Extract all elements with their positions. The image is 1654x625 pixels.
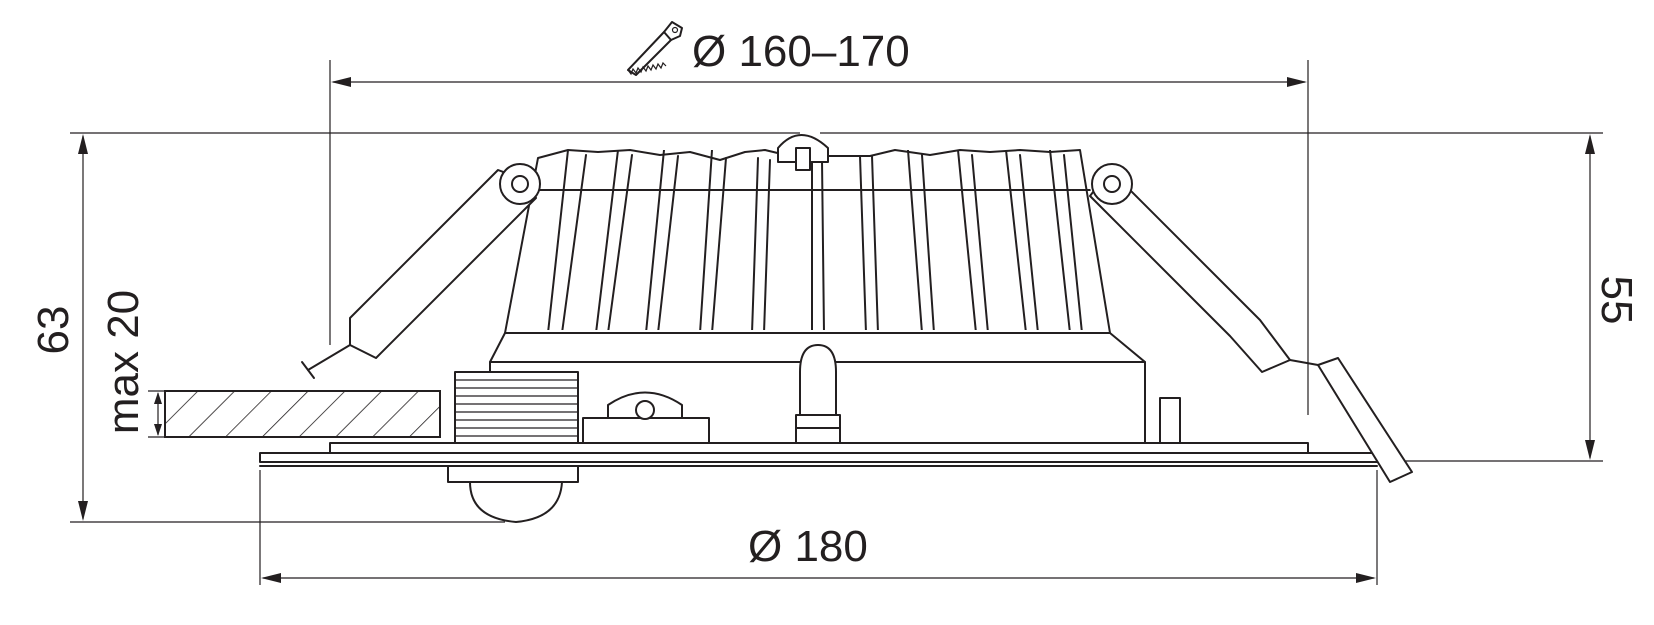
total-height-label: 63 xyxy=(29,306,78,355)
ceiling-arrow-top xyxy=(154,392,162,404)
heatsink xyxy=(504,149,1111,334)
trim-ring xyxy=(259,452,1378,463)
cutout-dimension-label: Ø 160–170 xyxy=(692,27,910,76)
spring-clip-right xyxy=(1089,163,1413,483)
body-height-arrow-top xyxy=(1585,134,1595,154)
spring-clip-left xyxy=(301,163,541,379)
outer-arrow-left xyxy=(261,573,281,583)
total-height-arrow-bottom xyxy=(78,501,88,521)
sensor-dome xyxy=(447,465,579,523)
total-height-dimension xyxy=(70,132,800,523)
hand-saw-icon xyxy=(627,21,683,76)
downlight xyxy=(259,134,1413,523)
cable-clamp xyxy=(582,391,710,444)
cutout-dimension xyxy=(329,60,1309,415)
outer-diameter-label: Ø 180 xyxy=(748,522,868,571)
right-tab xyxy=(1159,397,1181,444)
outer-arrow-right xyxy=(1356,573,1376,583)
terminal-post xyxy=(795,344,841,444)
body-height-arrow-bottom xyxy=(1585,440,1595,460)
cutout-arrow-left xyxy=(331,77,351,87)
ceiling-arrow-bottom xyxy=(154,424,162,436)
ceiling-section xyxy=(164,390,441,438)
cable-gland xyxy=(454,371,579,444)
ceiling-thickness-label: max 20 xyxy=(99,290,148,434)
body-height-dimension xyxy=(820,132,1603,462)
cutout-arrow-right xyxy=(1287,77,1307,87)
body-height-label: 55 xyxy=(1592,276,1641,325)
total-height-arrow-top xyxy=(78,134,88,154)
outer-diameter-dimension xyxy=(259,470,1378,585)
mounting-plate xyxy=(329,442,1309,454)
heatsink-clip xyxy=(777,134,829,171)
